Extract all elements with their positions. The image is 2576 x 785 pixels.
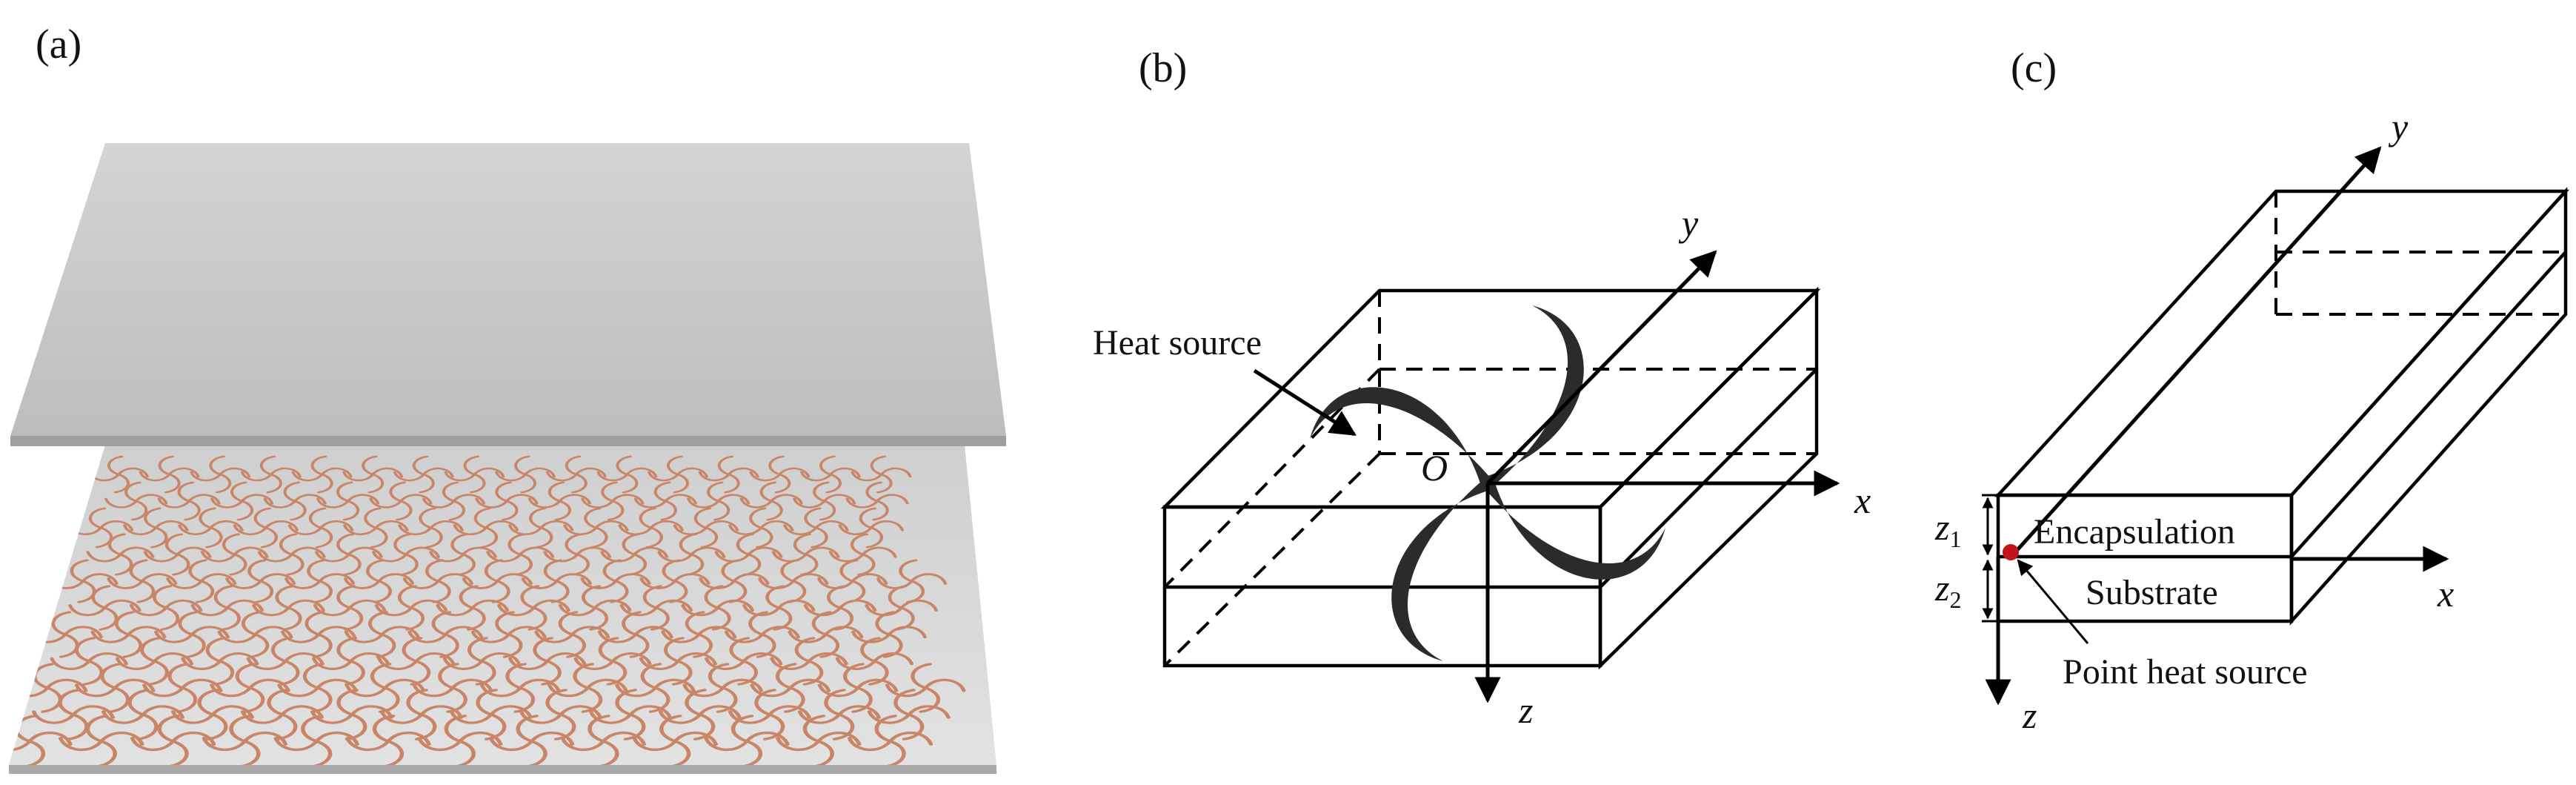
thickness-dimensions: z1 z2 bbox=[1934, 494, 1998, 623]
panel-a: (a) bbox=[9, 21, 1006, 774]
y-axis-label: y bbox=[1678, 202, 1699, 244]
axes-b: y x z O bbox=[1421, 202, 1871, 731]
y-axis-label-c: y bbox=[2388, 106, 2409, 148]
y-axis-arrow bbox=[1486, 250, 1717, 485]
panel-c: (c) y x z Encapsulation Substrate bbox=[1934, 45, 2570, 736]
panel-b-label: (b) bbox=[1139, 45, 1187, 91]
panel-b: (b) bbox=[1093, 45, 1871, 731]
point-heat-source bbox=[2003, 544, 2019, 560]
x-axis-label: x bbox=[1854, 480, 1871, 521]
substrate-label: Substrate bbox=[2086, 573, 2218, 612]
x-axis-label-c: x bbox=[2437, 573, 2454, 615]
encapsulation-label: Encapsulation bbox=[2034, 512, 2235, 552]
layered-block-b bbox=[1160, 286, 1821, 670]
point-source-label: Point heat source bbox=[2063, 652, 2308, 692]
encapsulation-sheet bbox=[10, 143, 1006, 446]
origin-label: O bbox=[1421, 447, 1448, 488]
z1-label: z1 bbox=[1934, 506, 1961, 552]
spiral-heat-source bbox=[1310, 305, 1665, 661]
z2-label: z2 bbox=[1934, 567, 1961, 613]
z-axis-label: z bbox=[1518, 689, 1533, 731]
heat-source-pointer bbox=[1253, 368, 1357, 437]
point-source-pointer bbox=[2017, 559, 2089, 644]
panel-c-label: (c) bbox=[2011, 45, 2057, 91]
y-axis-arrow-c bbox=[2008, 146, 2382, 560]
heat-source-label: Heat source bbox=[1093, 323, 1262, 362]
z-axis-label-c: z bbox=[2022, 695, 2037, 736]
panel-a-label: (a) bbox=[36, 21, 81, 67]
axes-c: y x z bbox=[1985, 106, 2454, 736]
